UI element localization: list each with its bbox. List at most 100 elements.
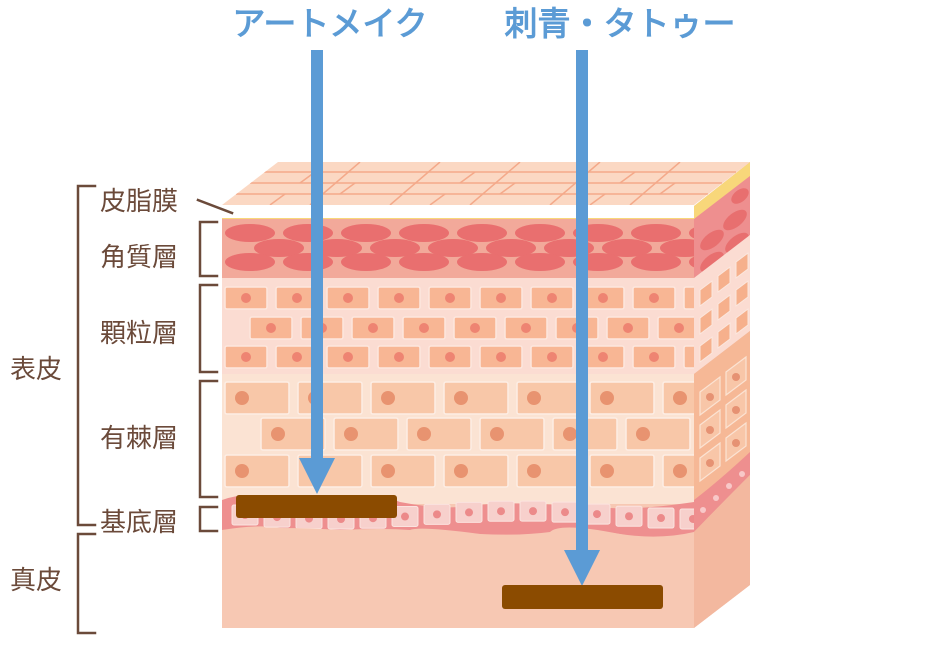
skin-side-face <box>694 162 750 628</box>
granular-nucleus <box>241 352 251 362</box>
basal-nucleus <box>593 510 601 519</box>
spinous-cell <box>443 454 509 488</box>
heading-permanent-makeup: アートメイク <box>232 4 427 43</box>
granular-nucleus <box>445 293 455 303</box>
spinous-nucleus <box>527 464 541 478</box>
spinous-cell <box>589 381 655 415</box>
spinous-nucleus <box>235 464 249 478</box>
granular-nucleus <box>649 352 659 362</box>
sebum-film <box>222 218 694 219</box>
spinous-nucleus <box>563 427 577 441</box>
corneum-cell <box>399 253 449 271</box>
heading-tattoo: 刺青・タトゥー <box>505 4 736 43</box>
spinous-cell <box>370 381 436 415</box>
spinous-cell <box>625 417 691 451</box>
basal-nucleus <box>625 512 633 521</box>
corneum-cell <box>602 239 652 257</box>
spinous-nucleus <box>417 427 431 441</box>
spinous-nucleus <box>527 391 541 405</box>
spinous-cell <box>589 454 655 488</box>
corneum-cell <box>515 224 565 242</box>
spinous-cell <box>479 417 545 451</box>
spinous-nucleus <box>454 464 468 478</box>
basal-cell <box>679 508 694 530</box>
spinous-cell <box>333 417 399 451</box>
corneum-cell <box>312 239 362 257</box>
corneum-cell <box>515 253 565 271</box>
epidermis-bracket <box>76 184 97 527</box>
granular-nucleus <box>598 352 608 362</box>
permanent-makeup-pigment <box>236 495 397 518</box>
granular-nucleus <box>445 352 455 362</box>
spinous-nucleus <box>454 391 468 405</box>
granulosum-bracket <box>198 283 219 374</box>
granular-nucleus <box>598 293 608 303</box>
corneum-cell <box>457 224 507 242</box>
spinous-cell <box>260 417 326 451</box>
spinous-cell <box>224 454 290 488</box>
label-epidermis: 表皮 <box>10 355 62 385</box>
corneum-cell <box>631 224 681 242</box>
spinous-cell <box>516 381 582 415</box>
granular-nucleus <box>292 352 302 362</box>
granular-nucleus <box>623 323 633 333</box>
granular-nucleus <box>266 323 276 333</box>
granular-nucleus <box>674 323 684 333</box>
corneum-cell <box>660 239 694 257</box>
spinous-nucleus <box>271 427 285 441</box>
corneum-cell <box>428 239 478 257</box>
granular-nucleus <box>292 293 302 303</box>
granular-nucleus <box>496 293 506 303</box>
corneum-cell <box>283 253 333 271</box>
spinous-nucleus <box>344 427 358 441</box>
label-spinosum: 有棘層 <box>100 424 178 454</box>
corneum-cell <box>689 256 694 268</box>
granular-nucleus <box>419 323 429 333</box>
spinosum-bracket <box>198 379 219 499</box>
granular-nucleus <box>470 323 480 333</box>
granular-nucleus <box>241 293 251 303</box>
granular-nucleus <box>343 293 353 303</box>
spinous-cell <box>370 454 436 488</box>
basal-nucleus <box>689 514 694 523</box>
skin-top-surface <box>222 162 750 205</box>
corneum-cell <box>254 239 304 257</box>
corneum-cell <box>689 227 694 239</box>
sebum-leader-line <box>196 198 234 215</box>
spinous-cell <box>516 454 582 488</box>
granular-nucleus <box>394 293 404 303</box>
basale-bracket <box>198 505 219 533</box>
corneum-cell <box>341 224 391 242</box>
tattoo-pigment <box>502 585 663 609</box>
tattoo-arrow <box>564 50 600 586</box>
corneum-cell <box>341 253 391 271</box>
spinous-cells <box>224 381 694 488</box>
label-basale: 基底層 <box>100 508 178 538</box>
granular-nucleus <box>547 293 557 303</box>
corneum-cell <box>486 239 536 257</box>
spinous-nucleus <box>636 427 650 441</box>
granular-cell <box>683 286 694 310</box>
granular-nucleus <box>368 323 378 333</box>
spinous-nucleus <box>673 464 687 478</box>
basal-nucleus <box>657 514 665 523</box>
spinous-cell <box>406 417 472 451</box>
basal-nucleus <box>401 512 409 521</box>
corneum-cell <box>283 224 333 242</box>
basal-nucleus <box>465 508 473 517</box>
granular-nucleus <box>649 293 659 303</box>
basal-nucleus <box>497 507 505 516</box>
corneum-cell <box>399 224 449 242</box>
granular-nucleus <box>394 352 404 362</box>
basal-nucleus <box>561 508 569 517</box>
dermis-bracket <box>76 532 97 635</box>
spinous-nucleus <box>490 427 504 441</box>
label-corneum: 角質層 <box>100 243 178 273</box>
spinous-nucleus <box>600 464 614 478</box>
spinous-nucleus <box>673 391 687 405</box>
basal-nucleus <box>433 510 441 519</box>
label-granulosum: 顆粒層 <box>100 319 178 349</box>
label-sebum: 皮脂膜 <box>100 187 178 217</box>
corneum-cell <box>370 239 420 257</box>
